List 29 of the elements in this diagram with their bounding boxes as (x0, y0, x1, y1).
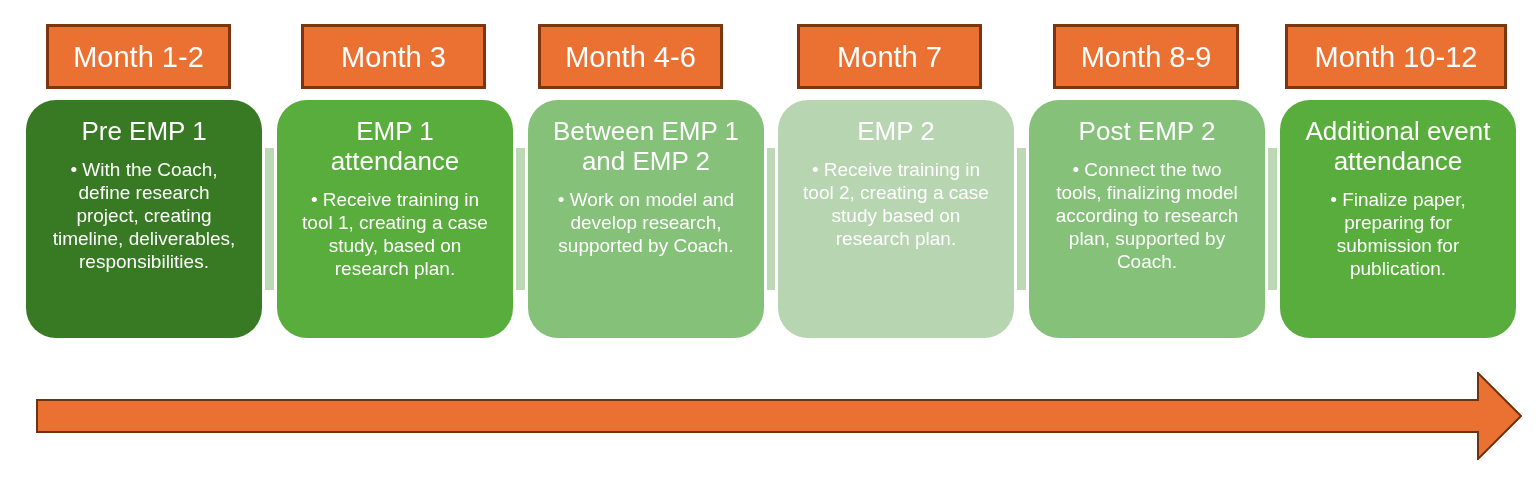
stage-title: Post EMP 2 (1078, 116, 1216, 146)
connector-bar (516, 148, 525, 290)
bullet-text: • Receive training in tool 2, creating a case study based on research plan. (802, 158, 990, 250)
connector-bar (265, 148, 274, 290)
bullet-text: • With the Coach, define research project, creating timeline, deliverables, responsibilities. (51, 158, 237, 273)
month-label: Month 4-6 (538, 24, 723, 89)
connector-bar (1268, 148, 1277, 290)
stage-card (1280, 100, 1516, 338)
stage-title: Additional event attendance (1304, 116, 1492, 176)
stage-card (528, 100, 764, 338)
stage-card (1029, 100, 1265, 338)
month-label: Month 8-9 (1053, 24, 1239, 89)
stage-title: Between EMP 1 and EMP 2 (552, 116, 740, 176)
month-label: Month 3 (301, 24, 486, 89)
connector-bar (767, 148, 775, 290)
month-label: Month 7 (797, 24, 982, 89)
stage-title: EMP 2 (857, 116, 935, 146)
connector-bar (1017, 148, 1026, 290)
bullet-text: • Receive training in tool 1, creating a case study, based on research plan. (301, 188, 489, 280)
bullet-text: • Connect the two tools, finalizing model according to research plan, supported by Coach. (1054, 158, 1240, 273)
bullet-text: • Work on model and develop research, supported by Coach. (556, 188, 736, 257)
stage-title: EMP 1 attendance (329, 116, 461, 176)
month-label: Month 1-2 (46, 24, 231, 89)
stage-card (26, 100, 262, 338)
stage-title: Pre EMP 1 (81, 116, 207, 146)
month-label: Month 10-12 (1285, 24, 1507, 89)
stage-card (778, 100, 1014, 338)
bullet-text: • Finalize paper, preparing for submission for publication. (1329, 188, 1467, 280)
stage-card (277, 100, 513, 338)
